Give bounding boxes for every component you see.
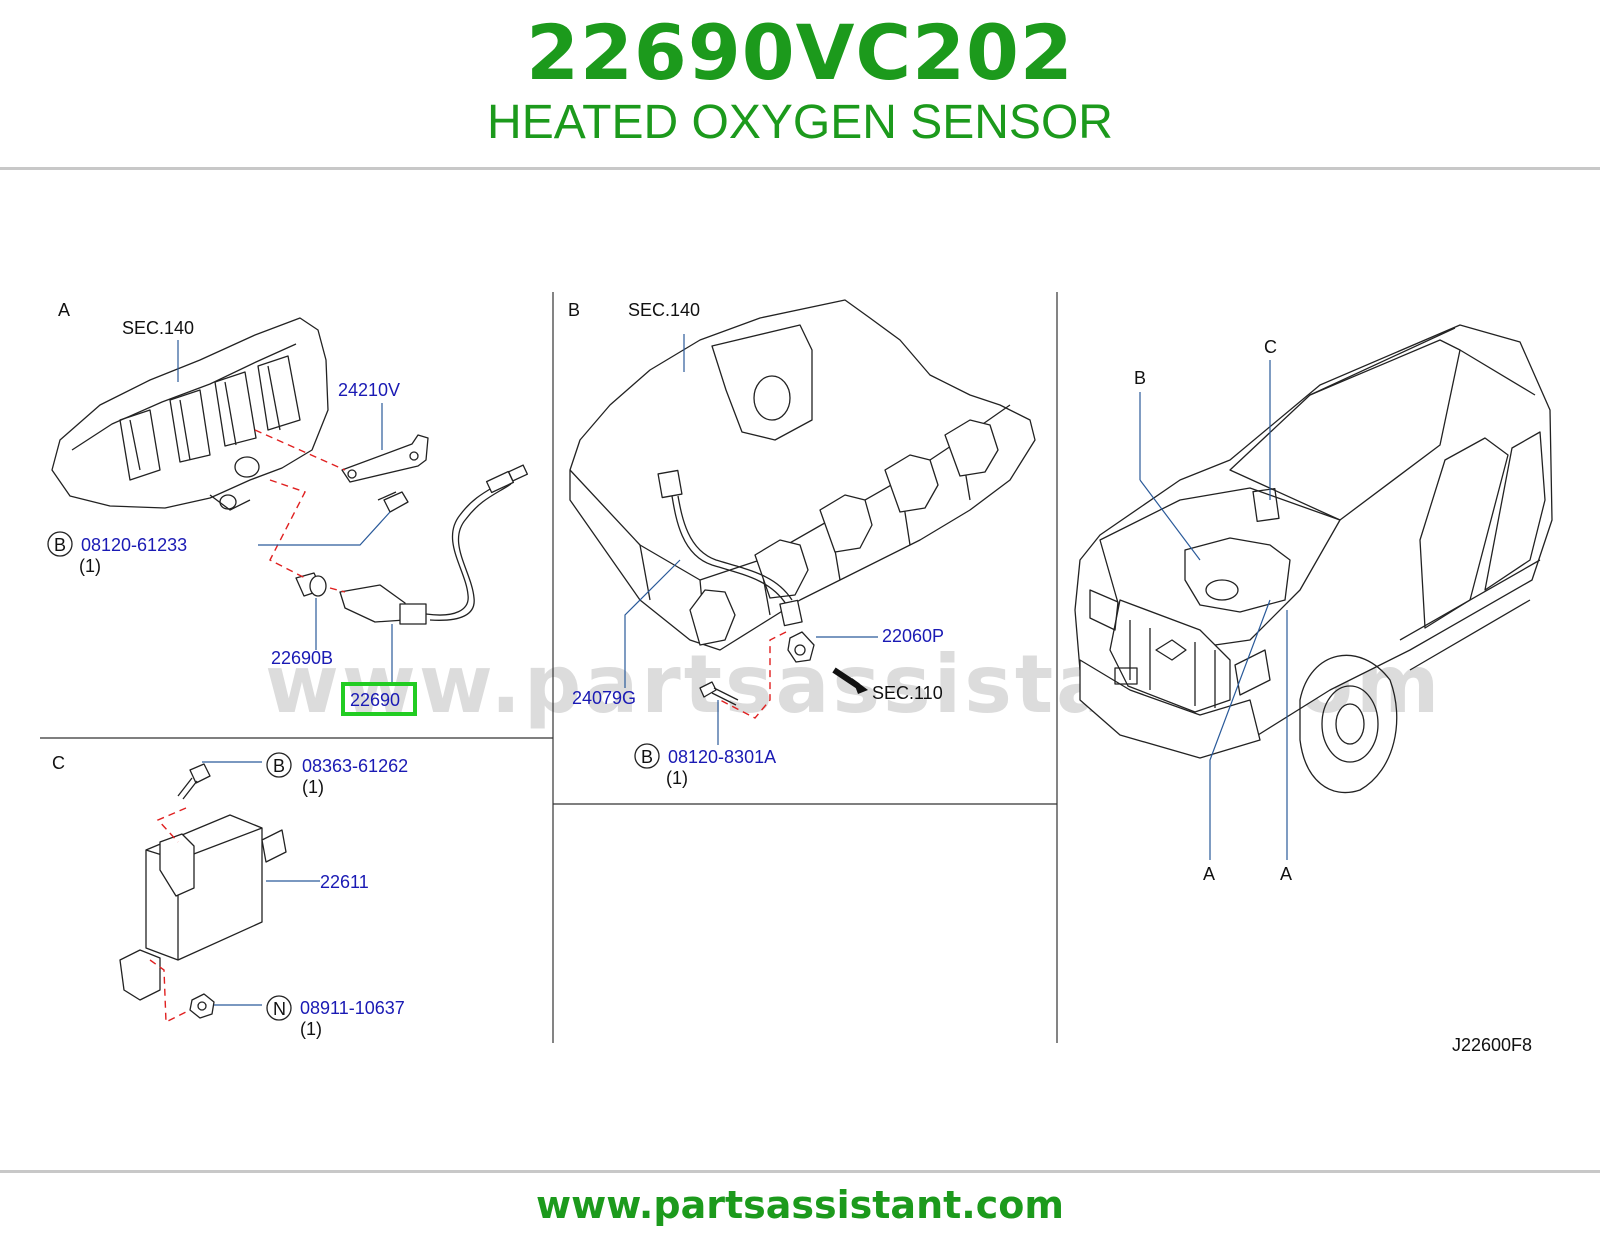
panel-a: A (47, 300, 529, 716)
nut-08911-10637-drawing (189, 993, 215, 1019)
exhaust-manifold-drawing (51, 317, 329, 511)
label-24079g[interactable]: 24079G (572, 688, 636, 708)
panel-c-letter: C (52, 753, 65, 773)
panel-b-letter: B (568, 300, 580, 320)
panel-a-letter: A (58, 300, 70, 320)
panel-c: C B 08363-61262 (1) 22611 (52, 752, 408, 1039)
label-22690b[interactable]: 22690B (271, 648, 333, 668)
qty-08363-61262: (1) (302, 777, 324, 797)
label-24210v[interactable]: 24210V (338, 380, 400, 400)
label-08120-61233[interactable]: 08120-61233 (81, 535, 187, 555)
arrow-sec110-drawing (832, 667, 868, 694)
vehicle-label-c[interactable]: C (1264, 337, 1277, 357)
symbol-b-b: B (641, 747, 653, 767)
label-22060p[interactable]: 22060P (882, 626, 944, 646)
label-08120-8301a[interactable]: 08120-8301A (668, 747, 776, 767)
bolt-08363-61262-drawing (177, 763, 211, 800)
vehicle-label-b[interactable]: B (1134, 368, 1146, 388)
bolt-08120-8301a-drawing (699, 681, 739, 706)
label-08911-10637[interactable]: 08911-10637 (300, 998, 405, 1018)
header-divider (0, 167, 1600, 170)
washer-22690b-drawing (295, 572, 327, 597)
label-sec110[interactable]: SEC.110 (872, 683, 943, 703)
intake-manifold-drawing (569, 299, 1036, 651)
control-unit-22611-drawing (119, 814, 287, 1001)
vehicle-panel: B C A A (1074, 324, 1553, 884)
page-header: 22690VC202 HEATED OXYGEN SENSOR (0, 0, 1600, 168)
diagram-code: J22600F8 (1452, 1035, 1532, 1055)
label-22611[interactable]: 22611 (320, 872, 369, 892)
symbol-b-a: B (54, 535, 66, 555)
symbol-n-c: N (273, 999, 286, 1019)
label-22690[interactable]: 22690 (350, 690, 400, 710)
vehicle-drawing (1074, 324, 1553, 794)
footer-website-link[interactable]: www.partsassistant.com (536, 1183, 1064, 1227)
knock-sensor-drawing (787, 631, 815, 663)
panel-b: B (568, 299, 1036, 788)
footer-divider (0, 1170, 1600, 1173)
qty-08120-61233: (1) (79, 556, 101, 576)
label-08363-61262[interactable]: 08363-61262 (302, 756, 408, 776)
label-sec140-a: SEC.140 (122, 318, 194, 338)
harness-24079g-drawing (657, 469, 803, 627)
bolt-08120-61233-drawing (377, 491, 409, 513)
highlight-box-22690 (341, 682, 417, 716)
panel-dividers (40, 292, 1058, 1043)
part-number-title: 22690VC202 (526, 8, 1074, 97)
symbol-b-c: B (273, 756, 285, 776)
qty-08120-8301a: (1) (666, 768, 688, 788)
part-description: HEATED OXYGEN SENSOR (487, 96, 1113, 149)
vehicle-label-a-right[interactable]: A (1280, 864, 1292, 884)
label-sec140-b: SEC.140 (628, 300, 700, 320)
qty-08911-10637: (1) (300, 1019, 322, 1039)
vehicle-label-a-left[interactable]: A (1203, 864, 1215, 884)
heat-shield-bracket-drawing (341, 434, 429, 483)
oxygen-sensor-drawing (339, 464, 529, 625)
